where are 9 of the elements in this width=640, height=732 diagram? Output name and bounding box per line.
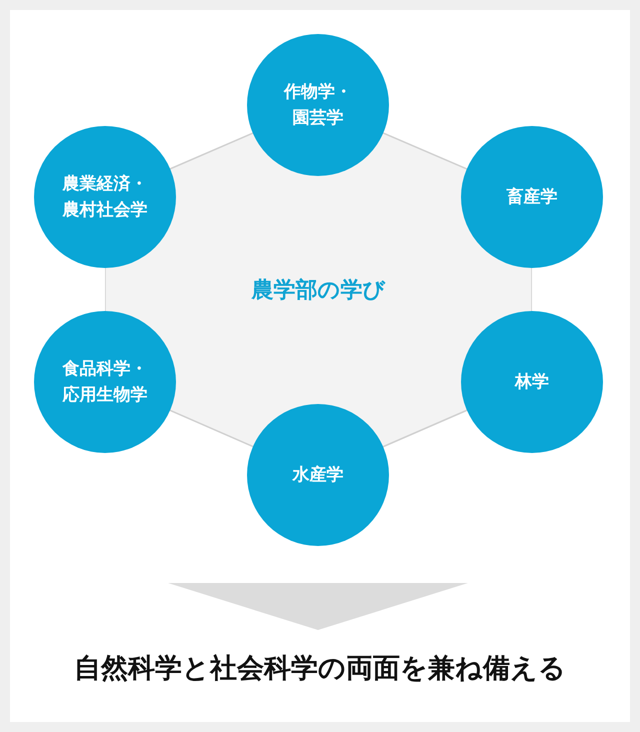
topic-label: 作物学・園芸学 — [284, 80, 352, 130]
center-title: 農学部の学び — [252, 277, 386, 305]
topic-label: 水産学 — [291, 464, 344, 487]
topic-label: 農業経済・農村社会学 — [62, 172, 148, 222]
topic-label: 畜産学 — [506, 186, 558, 209]
down-arrow — [168, 583, 468, 630]
topic-label: 林学 — [514, 370, 550, 394]
topic-label: 食品科学・応用生物学 — [62, 358, 148, 407]
conclusion-text: 自然科学と社会科学の両面を兼ね備える — [74, 652, 566, 686]
